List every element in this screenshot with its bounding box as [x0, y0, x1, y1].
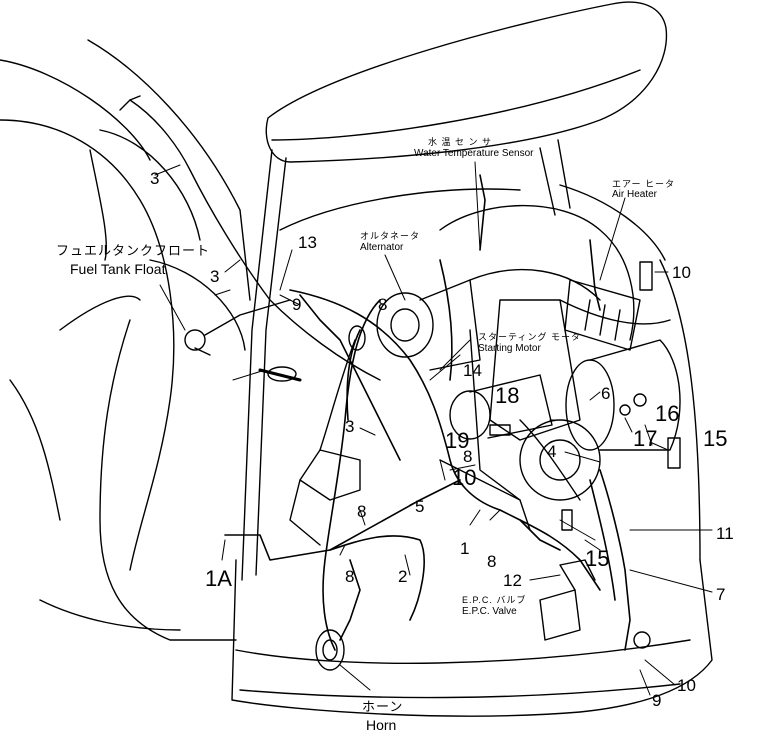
callout-14: 14: [463, 361, 482, 380]
callout-19: 19: [445, 428, 470, 453]
callout-8: 8: [345, 567, 355, 586]
canopy-roof: [265, 1, 668, 163]
engine-hood: [231, 184, 713, 717]
water-temp-sensor-label: Water Temperature Sensor: [414, 148, 534, 159]
callout-18: 18: [495, 383, 520, 408]
callout-15: 15: [585, 546, 610, 571]
water-temp-sensor-jp: 水 温 セ ン サ: [428, 137, 493, 147]
callout-10: 10: [672, 263, 691, 282]
alternator-jp: オルタネータ: [360, 231, 421, 241]
callout-3: 3: [345, 417, 355, 436]
alternator-label: Alternator: [360, 242, 404, 253]
alternator-shape: [376, 279, 481, 371]
callout-3: 3: [210, 267, 220, 286]
control-levers: [289, 325, 366, 546]
starting-motor-label: Starting Motor: [478, 343, 541, 354]
callout-8: 8: [487, 552, 497, 571]
canopy-pillars: [241, 139, 571, 581]
seat-body-left: [0, 39, 251, 641]
air-heater-shape: [564, 279, 641, 351]
epc-valve-label: E.P.C. Valve: [462, 606, 517, 617]
callout-4: 4: [547, 442, 557, 461]
air-heater-label: Air Heater: [612, 189, 658, 200]
callout-15: 15: [703, 426, 728, 451]
callout-10: 10: [677, 676, 696, 695]
callout-1a: 1A: [205, 566, 232, 591]
callout-8: 8: [378, 295, 388, 314]
callout-9: 9: [292, 295, 302, 314]
starting-motor-shape: [449, 374, 553, 440]
epc-valve-shape: [539, 559, 596, 641]
callout-12: 12: [503, 571, 522, 590]
leader-lines: [154, 161, 713, 696]
callout-16: 16: [655, 401, 680, 426]
callout-2: 2: [398, 567, 408, 586]
callout-13: 13: [298, 233, 317, 252]
horn-shape: [315, 629, 345, 671]
horn-jp: ホーン: [362, 699, 404, 714]
epc-valve-jp: E.P.C. バルブ: [462, 595, 527, 605]
callout-17: 17: [633, 426, 658, 451]
starting-motor-jp: スターティング モータ: [478, 332, 581, 342]
fuel-tank-float-jp: フュエルタンクフロート: [56, 243, 211, 258]
callout-1: 1: [460, 539, 470, 558]
callout-8: 8: [463, 447, 473, 466]
fuel-tank-float-label: Fuel Tank Float: [70, 261, 166, 277]
air-heater-jp: エアー ヒータ: [612, 179, 675, 189]
callout-7: 7: [716, 585, 726, 604]
callout-8: 8: [357, 502, 367, 521]
main-harness: [224, 174, 631, 651]
callout-10: 10: [452, 465, 477, 490]
callout-5: 5: [415, 497, 425, 516]
callout-6: 6: [601, 384, 611, 403]
bolts: [489, 261, 681, 649]
callout-9: 9: [652, 691, 662, 710]
horn-label: Horn: [366, 717, 397, 733]
fuel-float-harness: [119, 95, 381, 382]
callout-11: 11: [716, 524, 734, 543]
cylinder-right: [565, 339, 681, 451]
callout-3: 3: [150, 169, 160, 188]
